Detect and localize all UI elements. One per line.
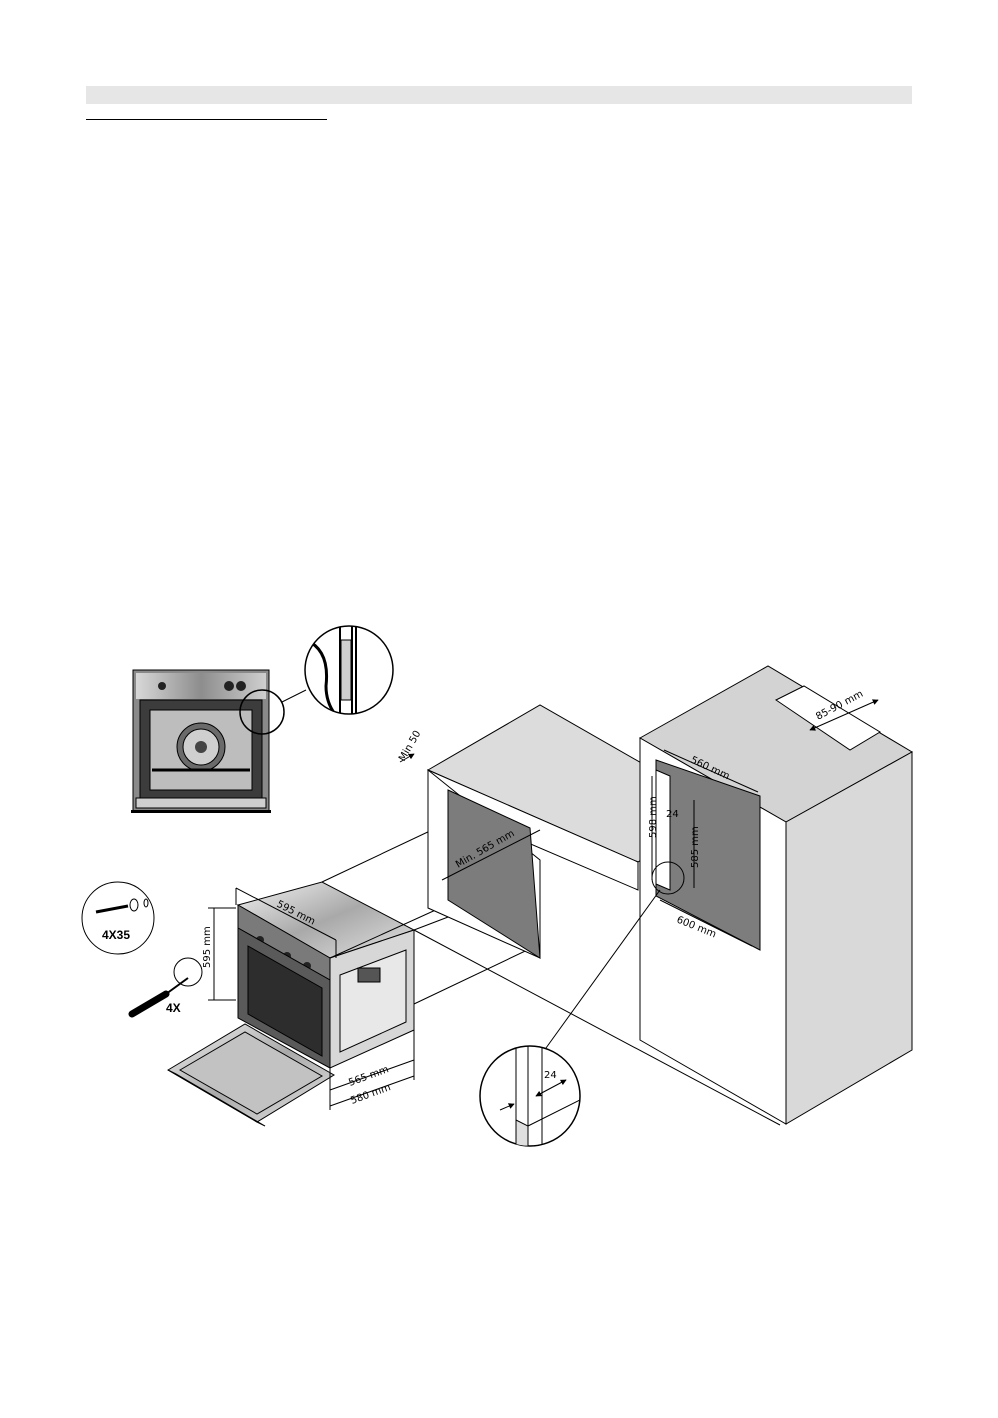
header-bar [86,86,912,104]
tall-cabinet: 560 mm 598 mm 585 mm 24 600 mm 85-90 mm [638,665,914,1125]
side-strip-dim: 24 [666,809,679,820]
zoom-detail-circle [304,625,394,715]
screw-count-label: 4X [166,1001,181,1015]
counter-min-gap-dim: Min 50 [397,729,423,764]
screwdriver: 4X [128,957,203,1018]
header-rule [86,119,327,120]
oven-height-dim: 595 mm [202,926,213,968]
detail-strip-dim: 24 [544,1070,557,1081]
niche-height-outer-dim: 598 mm [648,796,659,838]
niche-height-inner-dim: 585 mm [690,826,701,868]
strip-detail-circle: 24 [479,1045,581,1147]
oven-front-inset [131,669,307,813]
screw-callout: 4X35 [81,881,155,955]
detail-leader-line [545,889,661,1049]
screw-spec-label: 4X35 [102,928,130,942]
